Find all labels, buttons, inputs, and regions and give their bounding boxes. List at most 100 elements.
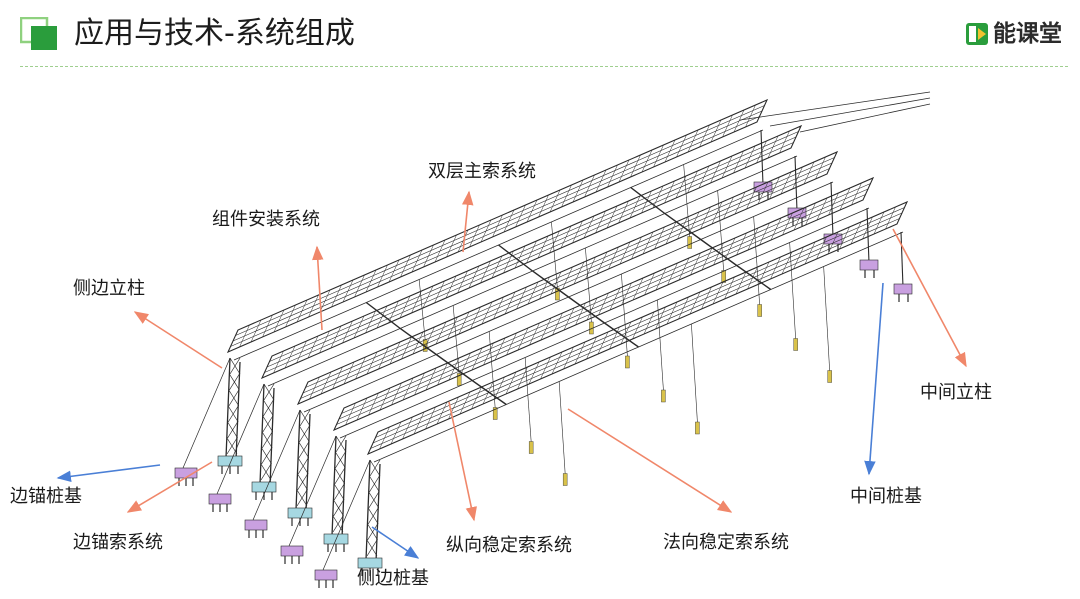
background-cable-line <box>769 97 931 127</box>
panel-grid-line <box>608 246 619 270</box>
panel-grid-line <box>621 282 632 306</box>
panel-grid-line <box>629 195 641 219</box>
cable-weight <box>827 370 832 383</box>
panel-grid-line <box>296 299 308 323</box>
label-middle-column: 中间立柱 <box>920 382 992 403</box>
panel-grid-line <box>401 336 412 360</box>
normal-stabilizing-cable <box>823 266 830 371</box>
middle-pile-foundation <box>893 283 913 295</box>
panel-grid-line <box>411 249 423 273</box>
panel-grid-line <box>504 291 516 315</box>
panel-grid-line <box>549 230 560 254</box>
arrow-normal-cable <box>567 408 733 513</box>
panel-grid-line <box>562 266 573 290</box>
panel-grid-line <box>815 156 826 180</box>
panel-grid-line <box>434 280 445 304</box>
panel-grid-line <box>514 245 526 269</box>
panel-grid-line <box>618 159 630 183</box>
panel-grid-line <box>676 134 687 158</box>
pv-panel-row <box>296 150 839 406</box>
middle-column-post <box>830 181 834 238</box>
panel-grid-line <box>365 269 377 293</box>
panel-grid-line <box>641 149 653 173</box>
panel-grid-line <box>698 165 710 189</box>
panel-grid-line <box>481 301 493 325</box>
label-side-column: 侧边立柱 <box>73 278 145 299</box>
side-column-brace <box>261 447 272 465</box>
panel-grid-line <box>239 324 250 348</box>
panel-grid-line <box>606 205 618 229</box>
panel-grid-line <box>366 351 378 375</box>
cable-weight <box>562 473 568 486</box>
panel-grid-line <box>552 312 563 336</box>
panel-grid-line <box>620 321 632 345</box>
panel-grid-line <box>631 236 642 260</box>
panel-grid-line <box>505 371 517 395</box>
label-side-pile: 侧边桩基 <box>357 568 429 589</box>
play-book-brand-icon <box>966 23 988 45</box>
panel-grid-line <box>391 382 402 406</box>
panel-grid-line <box>572 179 584 203</box>
panel-grid-line <box>425 367 437 391</box>
panel-grid-line <box>446 234 457 258</box>
panel-grid-line <box>782 212 793 236</box>
panel-grid-line <box>767 135 779 159</box>
panel-grid-line <box>437 362 448 386</box>
panel-grid-line <box>526 240 537 264</box>
side-column-brace <box>367 507 379 525</box>
panel-grid-line <box>540 317 552 341</box>
side-column-brace <box>296 489 308 507</box>
panel-grid-line <box>503 209 515 233</box>
pv-panel-row <box>260 124 803 380</box>
panel-grid-line <box>412 331 424 355</box>
panel-grid-line <box>551 351 563 375</box>
panel-grid-line <box>250 319 262 343</box>
side-column-brace <box>332 515 344 533</box>
panel-grid-line <box>885 206 896 230</box>
panel-grid-line <box>331 284 342 308</box>
panel-grid-line <box>469 224 480 248</box>
panel-grid-line <box>586 297 598 321</box>
panel-grid-line <box>744 145 756 169</box>
side-column-brace <box>262 415 274 433</box>
panel-grid-line <box>701 286 712 310</box>
background-cable-line <box>799 103 931 133</box>
panel-grid-line <box>319 330 330 354</box>
panel-grid-line <box>632 316 643 340</box>
side-column-leg <box>259 383 265 485</box>
arrow-side-pile <box>371 526 420 559</box>
panel-grid-line <box>378 346 389 370</box>
panel-grid-line <box>607 164 618 188</box>
panel-grid-line <box>550 271 562 295</box>
panel-grid-line <box>585 256 596 280</box>
panel-grid-line <box>549 189 561 213</box>
label-edge-anchor-pile: 边锚桩基 <box>10 486 82 507</box>
panel-grid-line <box>769 176 780 200</box>
panel-grid-line <box>655 306 666 330</box>
panel-grid-line <box>424 326 435 350</box>
panel-grid-line <box>816 197 828 221</box>
side-column-brace <box>297 473 308 491</box>
panel-grid-line <box>561 184 572 208</box>
panel-grid-line <box>376 305 388 329</box>
panel-grid-line <box>355 356 366 380</box>
panel-grid-line <box>724 276 735 300</box>
panel-grid-line <box>537 235 549 259</box>
panel-grid-line <box>528 361 540 385</box>
panel-grid-line <box>793 207 805 231</box>
green-square-logo-icon <box>20 17 57 50</box>
panel-grid-line <box>586 336 597 360</box>
panel-grid-line <box>402 377 414 401</box>
panel-grid-line <box>619 241 631 265</box>
panel-grid-line <box>319 289 331 313</box>
panel-grid-line <box>735 271 747 295</box>
edge-anchor-cable <box>322 459 371 571</box>
normal-stabilizing-cable <box>621 273 628 357</box>
longitudinal-stabilizing-cable <box>498 244 639 348</box>
panel-grid-line <box>308 294 319 318</box>
panel-grid-line <box>770 256 781 280</box>
pv-panel-row <box>332 176 875 432</box>
arrow-side-column <box>133 311 223 369</box>
side-column-brace <box>261 431 273 449</box>
